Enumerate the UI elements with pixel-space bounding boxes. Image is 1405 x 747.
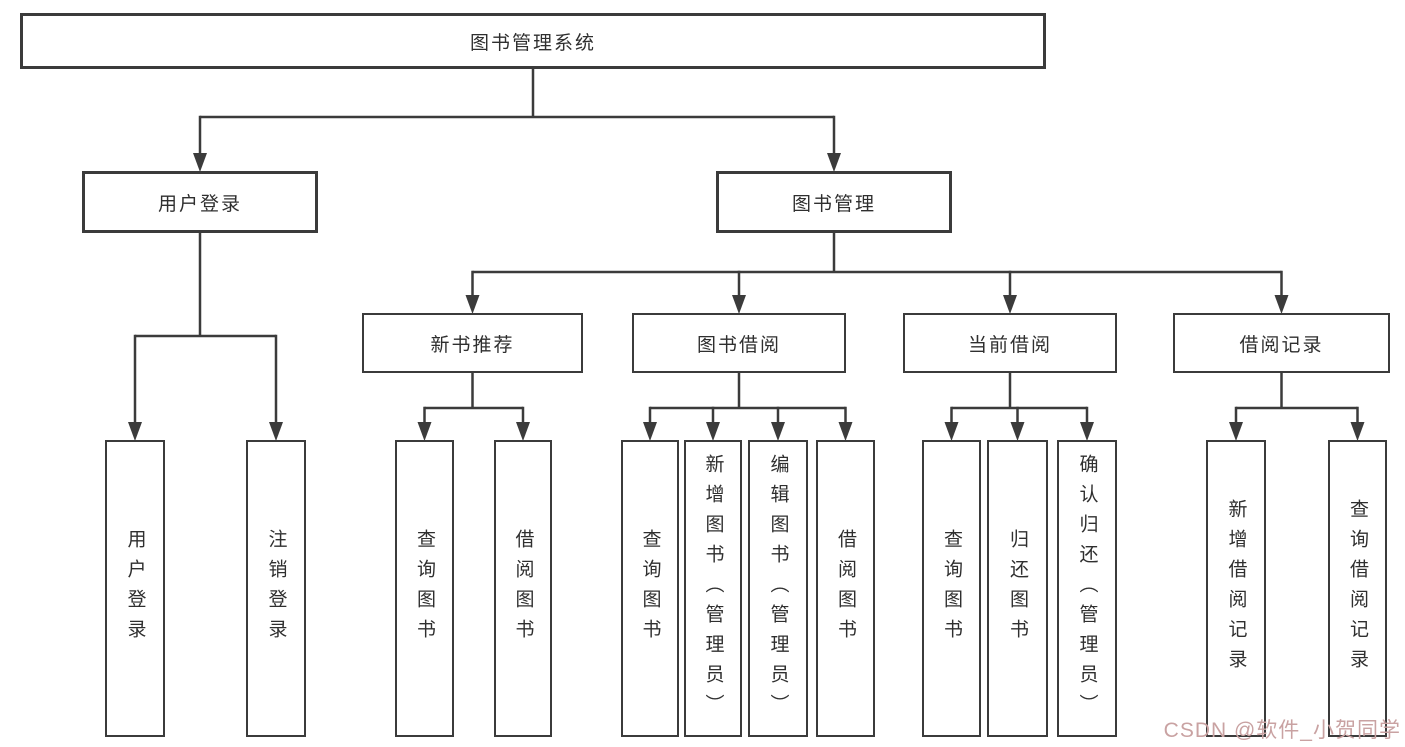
node-user-login: 用户登录 [105,440,165,737]
node-login: 用户登录 [82,171,318,233]
node-rec-query: 查询借阅记录 [1328,440,1387,737]
node-label-newbook: 新书推荐 [430,334,515,356]
node-newbook: 新书推荐 [362,313,583,373]
node-nb-query: 查询图书 [395,440,454,737]
node-bb-query: 查询图书 [621,440,679,737]
node-cur-confirm: 确认归还（管理员） [1057,440,1117,737]
node-label-borrow: 图书借阅 [696,334,781,356]
node-rec-add: 新增借阅记录 [1206,440,1266,737]
node-root: 图书管理系统 [20,13,1046,69]
node-label-bb-add: 新增图书（管理员） [702,453,724,724]
node-logout: 注销登录 [246,440,306,737]
node-label-cur-confirm: 确认归还（管理员） [1076,453,1098,724]
watermark: CSDN @软件_小贺同学 [1163,719,1401,742]
node-bb-add: 新增图书（管理员） [684,440,742,737]
node-label-cur-return: 归还图书 [1007,528,1028,649]
node-nb-borrow: 借阅图书 [494,440,552,737]
node-label-bb-borrow: 借阅图书 [835,528,856,649]
node-label-current: 当前借阅 [967,334,1052,356]
node-label-login: 用户登录 [157,193,242,215]
node-mgmt: 图书管理 [716,171,952,233]
node-label-bb-edit: 编辑图书（管理员） [767,453,789,724]
node-label-mgmt: 图书管理 [791,193,876,215]
node-label-bb-query: 查询图书 [639,528,661,649]
node-bb-borrow: 借阅图书 [816,440,875,737]
node-label-nb-query: 查询图书 [414,528,435,649]
node-label-nb-borrow: 借阅图书 [512,528,534,649]
node-bb-edit: 编辑图书（管理员） [748,440,808,737]
node-borrow: 图书借阅 [632,313,846,373]
node-records: 借阅记录 [1173,313,1390,373]
node-label-records: 借阅记录 [1239,334,1324,356]
node-current: 当前借阅 [903,313,1117,373]
node-cur-query: 查询图书 [922,440,981,737]
node-label-root: 图书管理系统 [469,32,596,54]
node-label-cur-query: 查询图书 [941,528,962,649]
node-label-rec-add: 新增借阅记录 [1225,498,1247,679]
node-cur-return: 归还图书 [987,440,1048,737]
node-label-user-login: 用户登录 [124,528,146,649]
node-label-logout: 注销登录 [265,528,287,649]
node-label-rec-query: 查询借阅记录 [1347,498,1368,679]
